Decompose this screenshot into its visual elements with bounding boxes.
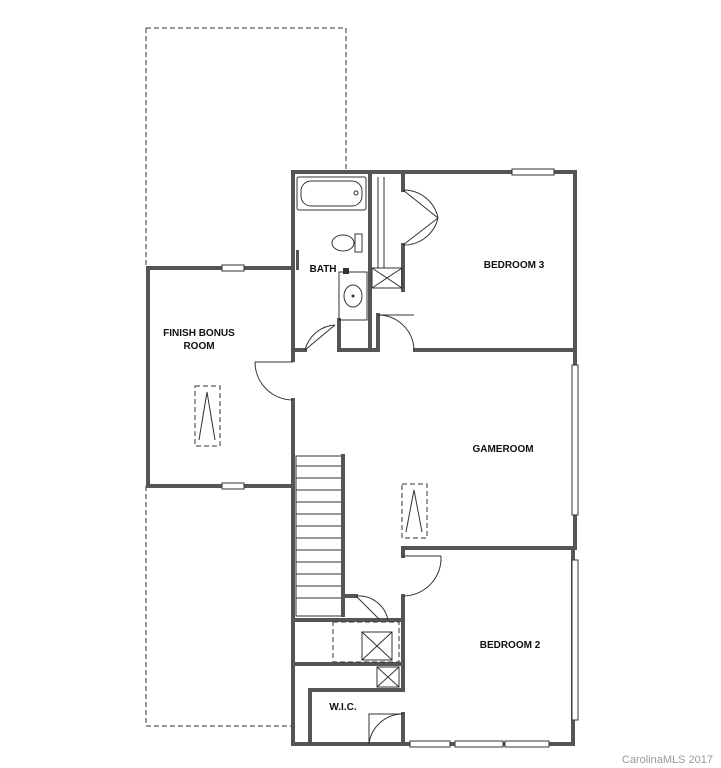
room-label-finish-bonus-2: ROOM xyxy=(183,341,214,352)
windows xyxy=(409,168,579,748)
exterior-walls xyxy=(291,170,577,746)
attic-access-bonus xyxy=(194,385,221,447)
unfinished-area-outline xyxy=(145,27,347,727)
room-label-bath: BATH xyxy=(309,264,336,275)
finish-bonus-room-walls xyxy=(146,264,295,490)
room-label-bedroom-3: BEDROOM 3 xyxy=(484,260,545,271)
toilet xyxy=(331,233,363,253)
towel-bar xyxy=(296,250,299,270)
linen-closet xyxy=(371,177,403,289)
laundry xyxy=(332,621,400,663)
watermark: CarolinaMLS 2017 xyxy=(621,754,713,766)
wic-hvac xyxy=(376,666,400,688)
room-label-bedroom-2: BEDROOM 2 xyxy=(480,640,541,651)
vanity-sink xyxy=(338,268,368,321)
staircase xyxy=(295,454,345,617)
bathtub xyxy=(296,176,367,211)
room-label-wic: W.I.C. xyxy=(329,702,356,713)
room-label-gameroom: GAMEROOM xyxy=(472,444,533,455)
attic-access-gameroom xyxy=(401,483,428,539)
interior-walls xyxy=(291,173,577,746)
room-label-finish-bonus-1: FINISH BONUS xyxy=(163,328,235,339)
doors xyxy=(254,189,442,745)
